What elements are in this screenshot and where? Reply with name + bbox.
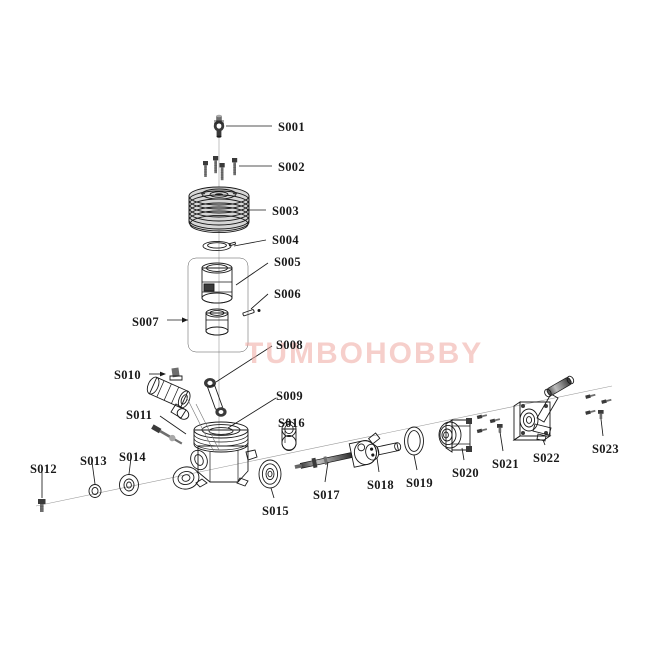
part-sleeve-ring (281, 421, 297, 451)
part-label-S005: S005 (274, 255, 301, 269)
leader-S014 (128, 457, 132, 475)
leader-S005 (235, 262, 269, 286)
leader-S019 (413, 454, 418, 471)
part-label-S020: S020 (452, 466, 479, 480)
part-cylinder-sleeve (201, 262, 233, 304)
part-carburetor (146, 367, 191, 420)
guide-carb (184, 393, 215, 453)
part-label-S001: S001 (278, 120, 305, 134)
part-crankcase (172, 421, 258, 490)
part-pull-start-assembly (512, 375, 575, 442)
part-label-S011: S011 (126, 408, 153, 422)
part-crankshaft (294, 432, 381, 469)
part-label-S013: S013 (80, 454, 107, 468)
part-head-screws (203, 156, 238, 181)
leader-S009 (227, 397, 277, 429)
part-drive-washer (365, 442, 402, 461)
part-label-S015: S015 (262, 504, 289, 518)
part-label-S007: S007 (132, 315, 159, 329)
part-head-gasket (202, 240, 237, 252)
part-label-S006: S006 (274, 287, 301, 301)
part-o-ring-small (88, 484, 102, 498)
part-o-ring-large (404, 426, 424, 456)
part-label-S022: S022 (533, 451, 560, 465)
part-carb-collar (119, 474, 139, 496)
leader-S007-arrow (182, 317, 188, 323)
leader-S022 (542, 439, 546, 446)
leader-S010-arrow (160, 371, 166, 377)
leader-S021 (499, 431, 504, 452)
leader-S023 (600, 418, 604, 437)
leader-S008 (215, 345, 273, 383)
part-label-S002: S002 (278, 160, 305, 174)
part-label-S004: S004 (272, 233, 299, 247)
part-label-S019: S019 (406, 476, 433, 490)
part-label-S018: S018 (367, 478, 394, 492)
part-label-S012: S012 (30, 462, 57, 476)
leader-S013 (91, 461, 96, 485)
part-label-S023: S023 (592, 442, 619, 456)
leader-S018 (376, 457, 380, 473)
part-front-bearing (258, 459, 282, 489)
leader-S020 (461, 447, 465, 461)
leader-S017 (324, 461, 329, 483)
part-cover-screws (585, 393, 612, 419)
part-connecting-rod (204, 378, 227, 417)
part-backplate-screws (476, 414, 503, 434)
part-label-S016: S016 (278, 416, 305, 430)
part-carb-needle (151, 424, 183, 445)
leader-S011 (159, 415, 187, 435)
part-label-S009: S009 (276, 389, 303, 403)
leader-lines (41, 125, 604, 499)
part-cooling-head (188, 186, 250, 234)
assembly-axis-horizontal (35, 385, 613, 507)
part-label-S014: S014 (119, 450, 146, 464)
part-pressure-nipple (38, 499, 46, 512)
guide-carb2 (195, 403, 220, 451)
part-rear-bearing-housing (438, 418, 472, 453)
part-label-S008: S008 (276, 338, 303, 352)
leader-S004 (233, 239, 267, 247)
part-label-S003: S003 (272, 204, 299, 218)
part-label-S010: S010 (114, 368, 141, 382)
part-glow-plug (213, 114, 225, 138)
part-piston-pin-clip (242, 308, 261, 317)
part-label-S021: S021 (492, 457, 519, 471)
part-piston-assembly-group (187, 257, 249, 353)
leader-S006 (250, 293, 269, 310)
part-label-S017: S017 (313, 488, 340, 502)
leader-S015 (270, 487, 275, 499)
